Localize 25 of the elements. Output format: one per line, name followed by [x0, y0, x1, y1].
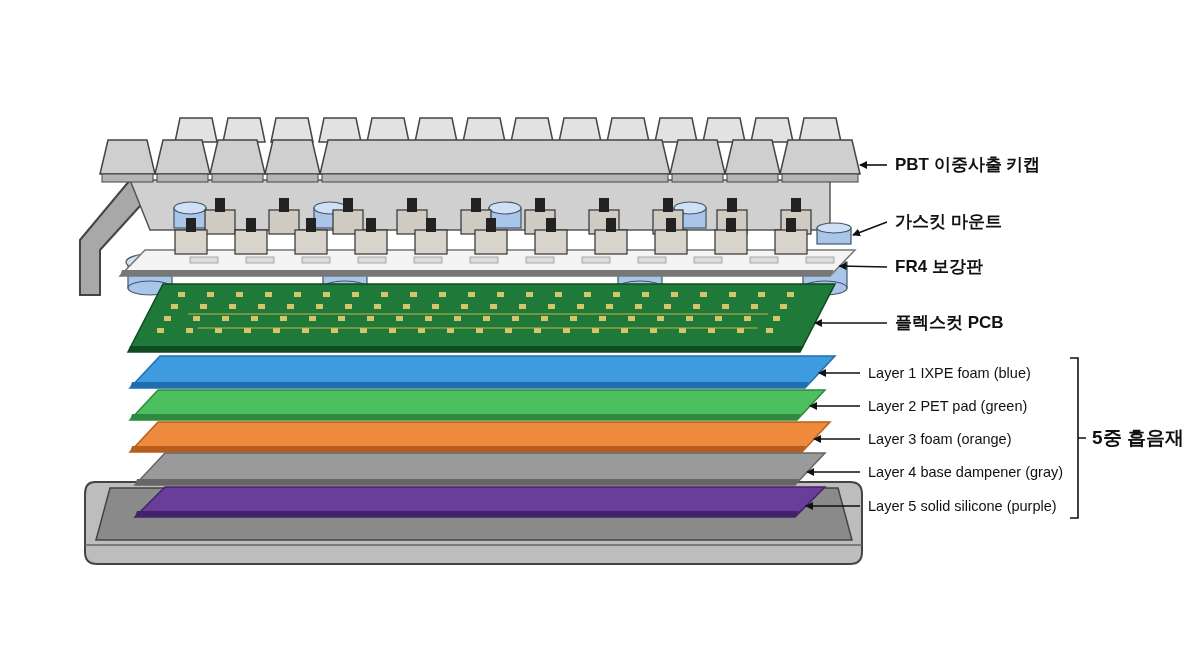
part-label: PBT 이중사출 키캡 [895, 154, 1041, 176]
leader-line [838, 262, 888, 271]
part-label: Layer 5 solid silicone (purple) [868, 495, 1057, 517]
leader-line [859, 161, 888, 169]
part-label: Layer 3 foam (orange) [868, 428, 1012, 450]
leader-line [813, 435, 861, 443]
part-label: Layer 2 PET pad (green) [868, 395, 1028, 417]
part-label: 가스킷 마운트 [895, 211, 1002, 233]
pcb-board [128, 284, 835, 352]
part-label: Layer 4 base dampener (gray) [868, 461, 1064, 483]
leader-line [806, 468, 861, 476]
leader-line [852, 221, 888, 237]
leader-line [818, 369, 861, 377]
part-label: 플렉스컷 PCB [895, 312, 1004, 334]
dampener-layer [135, 453, 825, 485]
leader-line [813, 319, 888, 327]
foam-layer [130, 422, 830, 452]
bracket-label: 5중 흡음재 [1092, 427, 1184, 449]
part-label: Layer 1 IXPE foam (blue) [868, 362, 1031, 384]
leader-line [809, 402, 861, 410]
silicone-layer [135, 487, 825, 517]
gasket-cylinder [815, 222, 853, 248]
pad-layer [130, 390, 825, 420]
foam-layer [130, 356, 835, 388]
part-label: FR4 보강판 [895, 256, 983, 278]
